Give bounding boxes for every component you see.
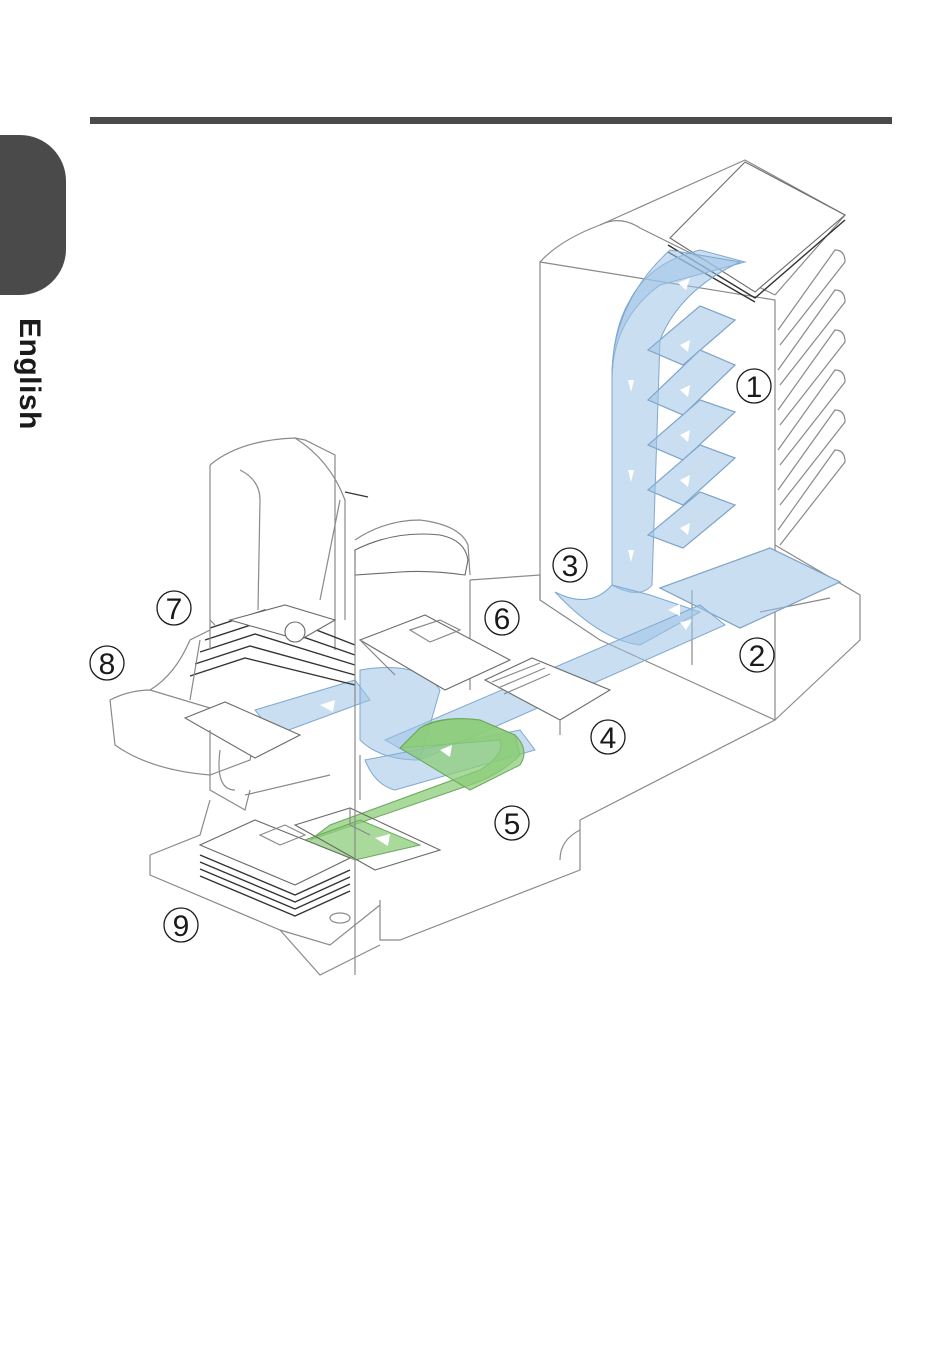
- svg-text:5: 5: [504, 808, 521, 841]
- svg-text:6: 6: [494, 603, 511, 636]
- callout-4: 4: [591, 720, 625, 755]
- callout-2: 2: [740, 638, 774, 673]
- callout-8: 8: [90, 646, 124, 681]
- svg-text:8: 8: [99, 648, 116, 681]
- svg-text:9: 9: [173, 910, 190, 943]
- svg-text:1: 1: [746, 371, 763, 404]
- callout-3: 3: [553, 548, 587, 583]
- callout-5: 5: [495, 806, 529, 841]
- insert-path-green: [295, 719, 524, 870]
- callout-9: 9: [164, 908, 198, 943]
- svg-text:2: 2: [749, 640, 766, 673]
- callout-1: 1: [737, 369, 771, 404]
- svg-text:3: 3: [562, 550, 579, 583]
- svg-text:7: 7: [166, 593, 183, 626]
- svg-text:4: 4: [600, 722, 617, 755]
- callout-6: 6: [485, 601, 519, 636]
- callout-7: 7: [157, 591, 191, 626]
